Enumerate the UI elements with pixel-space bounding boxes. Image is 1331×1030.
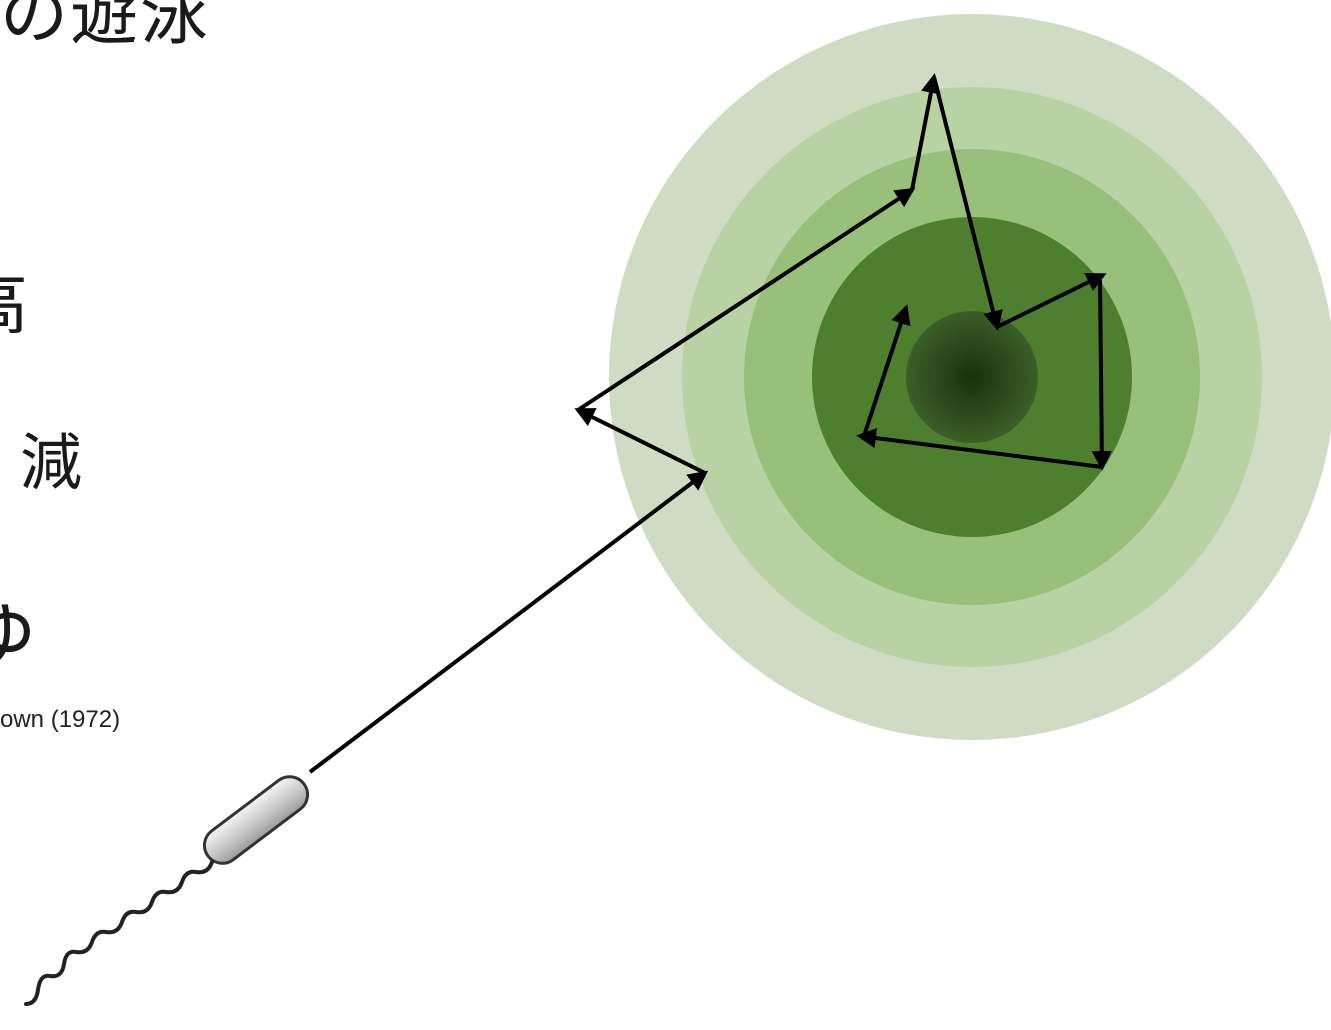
gradient-core (906, 311, 1038, 443)
flagellum-icon (26, 862, 212, 1004)
run-segment-7 (1100, 280, 1102, 467)
run-segment-1 (310, 473, 705, 772)
bacterium-icon (197, 770, 315, 871)
